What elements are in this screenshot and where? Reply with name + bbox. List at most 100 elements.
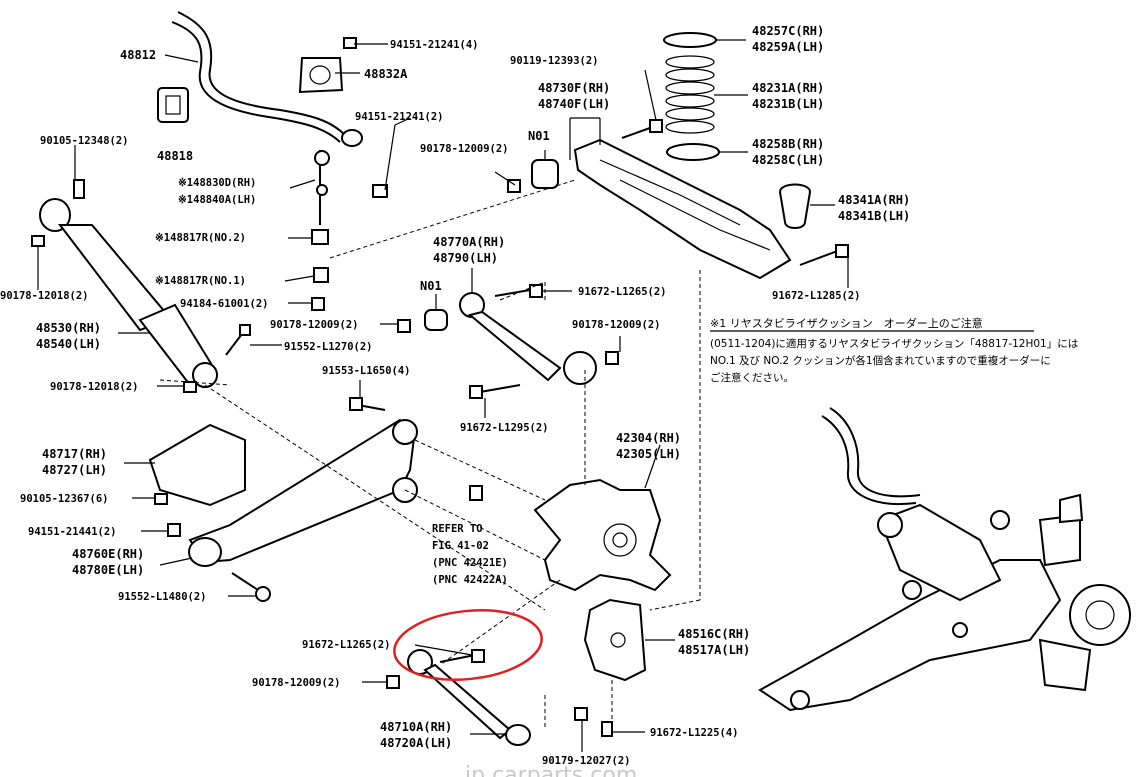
label-91672-l1265-low: 91672-L1265(2) [302, 639, 391, 651]
coil-spring-48231a [665, 55, 715, 134]
lower-link-48710a [407, 649, 531, 746]
cushion-order-note: ※1 リヤスタビライザクッション オーダー上のご注意 (0511-1204)に適… [710, 316, 1078, 384]
label-n01-top: N01 [528, 129, 550, 143]
label-91553-l1650: 91553-L1650(4) [322, 365, 411, 377]
nut-90178-12009-mid [397, 319, 411, 333]
label-42304: 42304(RH) [616, 431, 681, 445]
toe-link-48770a [459, 292, 597, 385]
nut-94151-top [343, 37, 357, 49]
bracket-48516c [583, 598, 647, 682]
label-48840a: ※148840A(LH) [178, 194, 256, 206]
nut-94151-21441 [167, 523, 181, 537]
note-line-3: ご注意ください。 [710, 371, 794, 384]
bolt-91672-l1225 [601, 721, 613, 737]
bolt-refer-fig [469, 485, 483, 501]
bushing-n01-top [531, 159, 559, 189]
bolt-91672-l1295 [469, 384, 521, 399]
label-48727: 48727(LH) [42, 463, 107, 477]
label-48730f: 48730F(RH) [538, 81, 610, 95]
label-94151-21441: 94151-21441(2) [28, 526, 117, 538]
label-48231b: 48231B(LH) [752, 97, 824, 111]
label-90178-12009-top: 90178-12009(2) [420, 143, 509, 155]
bolt-91552-l1480 [231, 572, 271, 602]
bushing-n01-mid [424, 309, 448, 331]
label-90178-12009-r: 90178-12009(2) [572, 319, 661, 331]
label-48231a: 48231A(RH) [752, 81, 824, 95]
nut-94151-mid [372, 184, 388, 198]
label-94151-21241-2: 94151-21241(2) [355, 111, 444, 123]
note-title: ※1 リヤスタビライザクッション オーダー上のご注意 [710, 316, 983, 330]
assembly-overview [758, 407, 1131, 712]
label-48760e: 48760E(RH) [72, 547, 144, 561]
bolt-91553-l1650 [349, 397, 386, 411]
bolt-90119-12393 [621, 119, 663, 139]
label-refer-1: REFER TO [432, 523, 483, 535]
label-48740f: 48740F(LH) [538, 97, 610, 111]
dashed-leaders [159, 270, 701, 728]
label-48530: 48530(RH) [36, 321, 101, 335]
label-48259a: 48259A(LH) [752, 40, 824, 54]
label-90178-12009-mid: 90178-12009(2) [270, 319, 359, 331]
label-48720a: 48720A(LH) [380, 736, 452, 750]
cushion-no1 [313, 267, 329, 283]
cushion-no2 [311, 229, 329, 245]
watermark: jp.carparts.com [464, 763, 637, 777]
label-90105-12367: 90105-12367(6) [20, 493, 109, 505]
label-48517a: 48517A(LH) [678, 643, 750, 657]
label-94151-21241-4: 94151-21241(4) [390, 39, 479, 51]
leader-lines [37, 39, 849, 752]
label-90178-12018-top: 90178-12018(2) [0, 290, 89, 302]
label-refer-4: (PNC 42422A) [432, 574, 508, 586]
label-91552-l1480: 91552-L1480(2) [118, 591, 207, 603]
label-48341a: 48341A(RH) [838, 193, 910, 207]
bolt-91552-l1270 [225, 324, 251, 356]
bump-stopper-48341a [778, 183, 812, 229]
knuckle-42304 [533, 478, 672, 592]
label-refer-3: (PNC 42421E) [432, 557, 508, 569]
label-91552-l1270: 91552-L1270(2) [284, 341, 373, 353]
nut-90178-12009-r [605, 351, 619, 365]
label-48770a: 48770A(RH) [433, 235, 505, 249]
label-48341b: 48341B(LH) [838, 209, 910, 223]
label-48257c: 48257C(RH) [752, 24, 824, 38]
nut-90178-12018-bot [183, 381, 197, 393]
label-42305: 42305(LH) [616, 447, 681, 461]
upper-insulator-48257c [663, 32, 717, 48]
label-48710a: 48710A(RH) [380, 720, 452, 734]
label-90178-12018-bot: 90178-12018(2) [50, 381, 139, 393]
part-labels: 48812 48818 94151-21241(4) 48832A 94151-… [0, 24, 910, 767]
label-48780e: 48780E(LH) [72, 563, 144, 577]
label-48258b: 48258B(RH) [752, 137, 824, 151]
label-91672-l1265-mid: 91672-L1265(2) [578, 286, 667, 298]
bracket-48717 [148, 423, 246, 507]
label-90179-12027: 90179-12027(2) [542, 755, 631, 767]
label-91672-l1225: 91672-L1225(4) [650, 727, 739, 739]
label-90178-12009-low: 90178-12009(2) [252, 677, 341, 689]
nut-94184 [311, 297, 325, 311]
label-48258c: 48258C(LH) [752, 153, 824, 167]
label-48817r-no1: ※148817R(NO.1) [155, 275, 246, 287]
label-94184: 94184-61001(2) [180, 298, 269, 310]
stabilizer-link-48830d [314, 150, 330, 225]
stabilizer-bushing-48818 [157, 87, 189, 123]
label-48790: 48790(LH) [433, 251, 498, 265]
upper-arm-48730f [573, 138, 792, 280]
stabilizer-bar [171, 11, 363, 147]
label-n01-mid: N01 [420, 279, 442, 293]
label-48516c: 48516C(RH) [678, 627, 750, 641]
lower-insulator-48258b [666, 143, 720, 161]
bolt-91672-l1285 [799, 244, 849, 266]
label-90119-12393: 90119-12393(2) [510, 55, 599, 67]
label-90105-12348: 90105-12348(2) [40, 135, 129, 147]
nut-90178-12009-low [386, 675, 400, 689]
note-line-1: (0511-1204)に適用するリヤスタビライザクッション「48817-12H0… [710, 337, 1078, 350]
lower-arm-48760e [188, 418, 418, 567]
label-refer-2: FIG 41-02 [432, 540, 489, 552]
label-91672-l1295: 91672-L1295(2) [460, 422, 549, 434]
label-48832a: 48832A [364, 67, 408, 81]
label-48812: 48812 [120, 48, 156, 62]
nut-90179-12027 [574, 707, 588, 721]
label-48540: 48540(LH) [36, 337, 101, 351]
label-48818: 48818 [157, 149, 193, 163]
